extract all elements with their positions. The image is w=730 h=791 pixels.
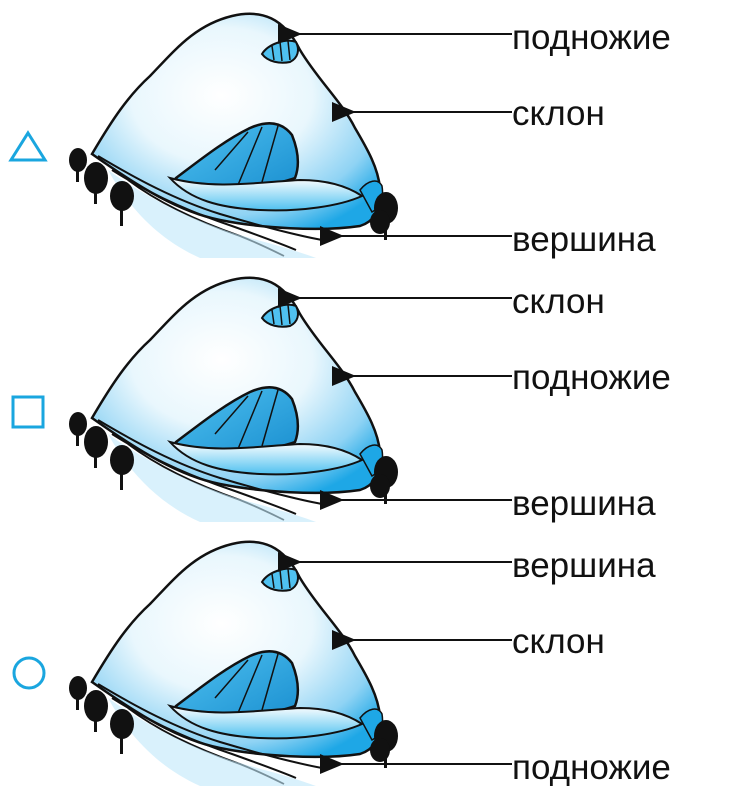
label-bottom: вершина [512,222,656,257]
label-top: вершина [512,548,656,583]
triangle-marker-icon[interactable] [8,130,48,164]
option-panel-circle: вершина склон подножие [0,528,730,790]
option-panel-triangle: подножие склон вершина [0,0,730,262]
label-top: подножие [512,20,671,55]
square-marker-icon[interactable] [10,394,46,430]
label-middle: склон [512,624,605,659]
label-top: склон [512,284,605,319]
label-bottom: подножие [512,750,671,785]
option-panel-square: склон подножие вершина [0,264,730,526]
circle-marker-icon[interactable] [10,654,48,692]
label-middle: подножие [512,360,671,395]
label-bottom: вершина [512,486,656,521]
label-middle: склон [512,96,605,131]
